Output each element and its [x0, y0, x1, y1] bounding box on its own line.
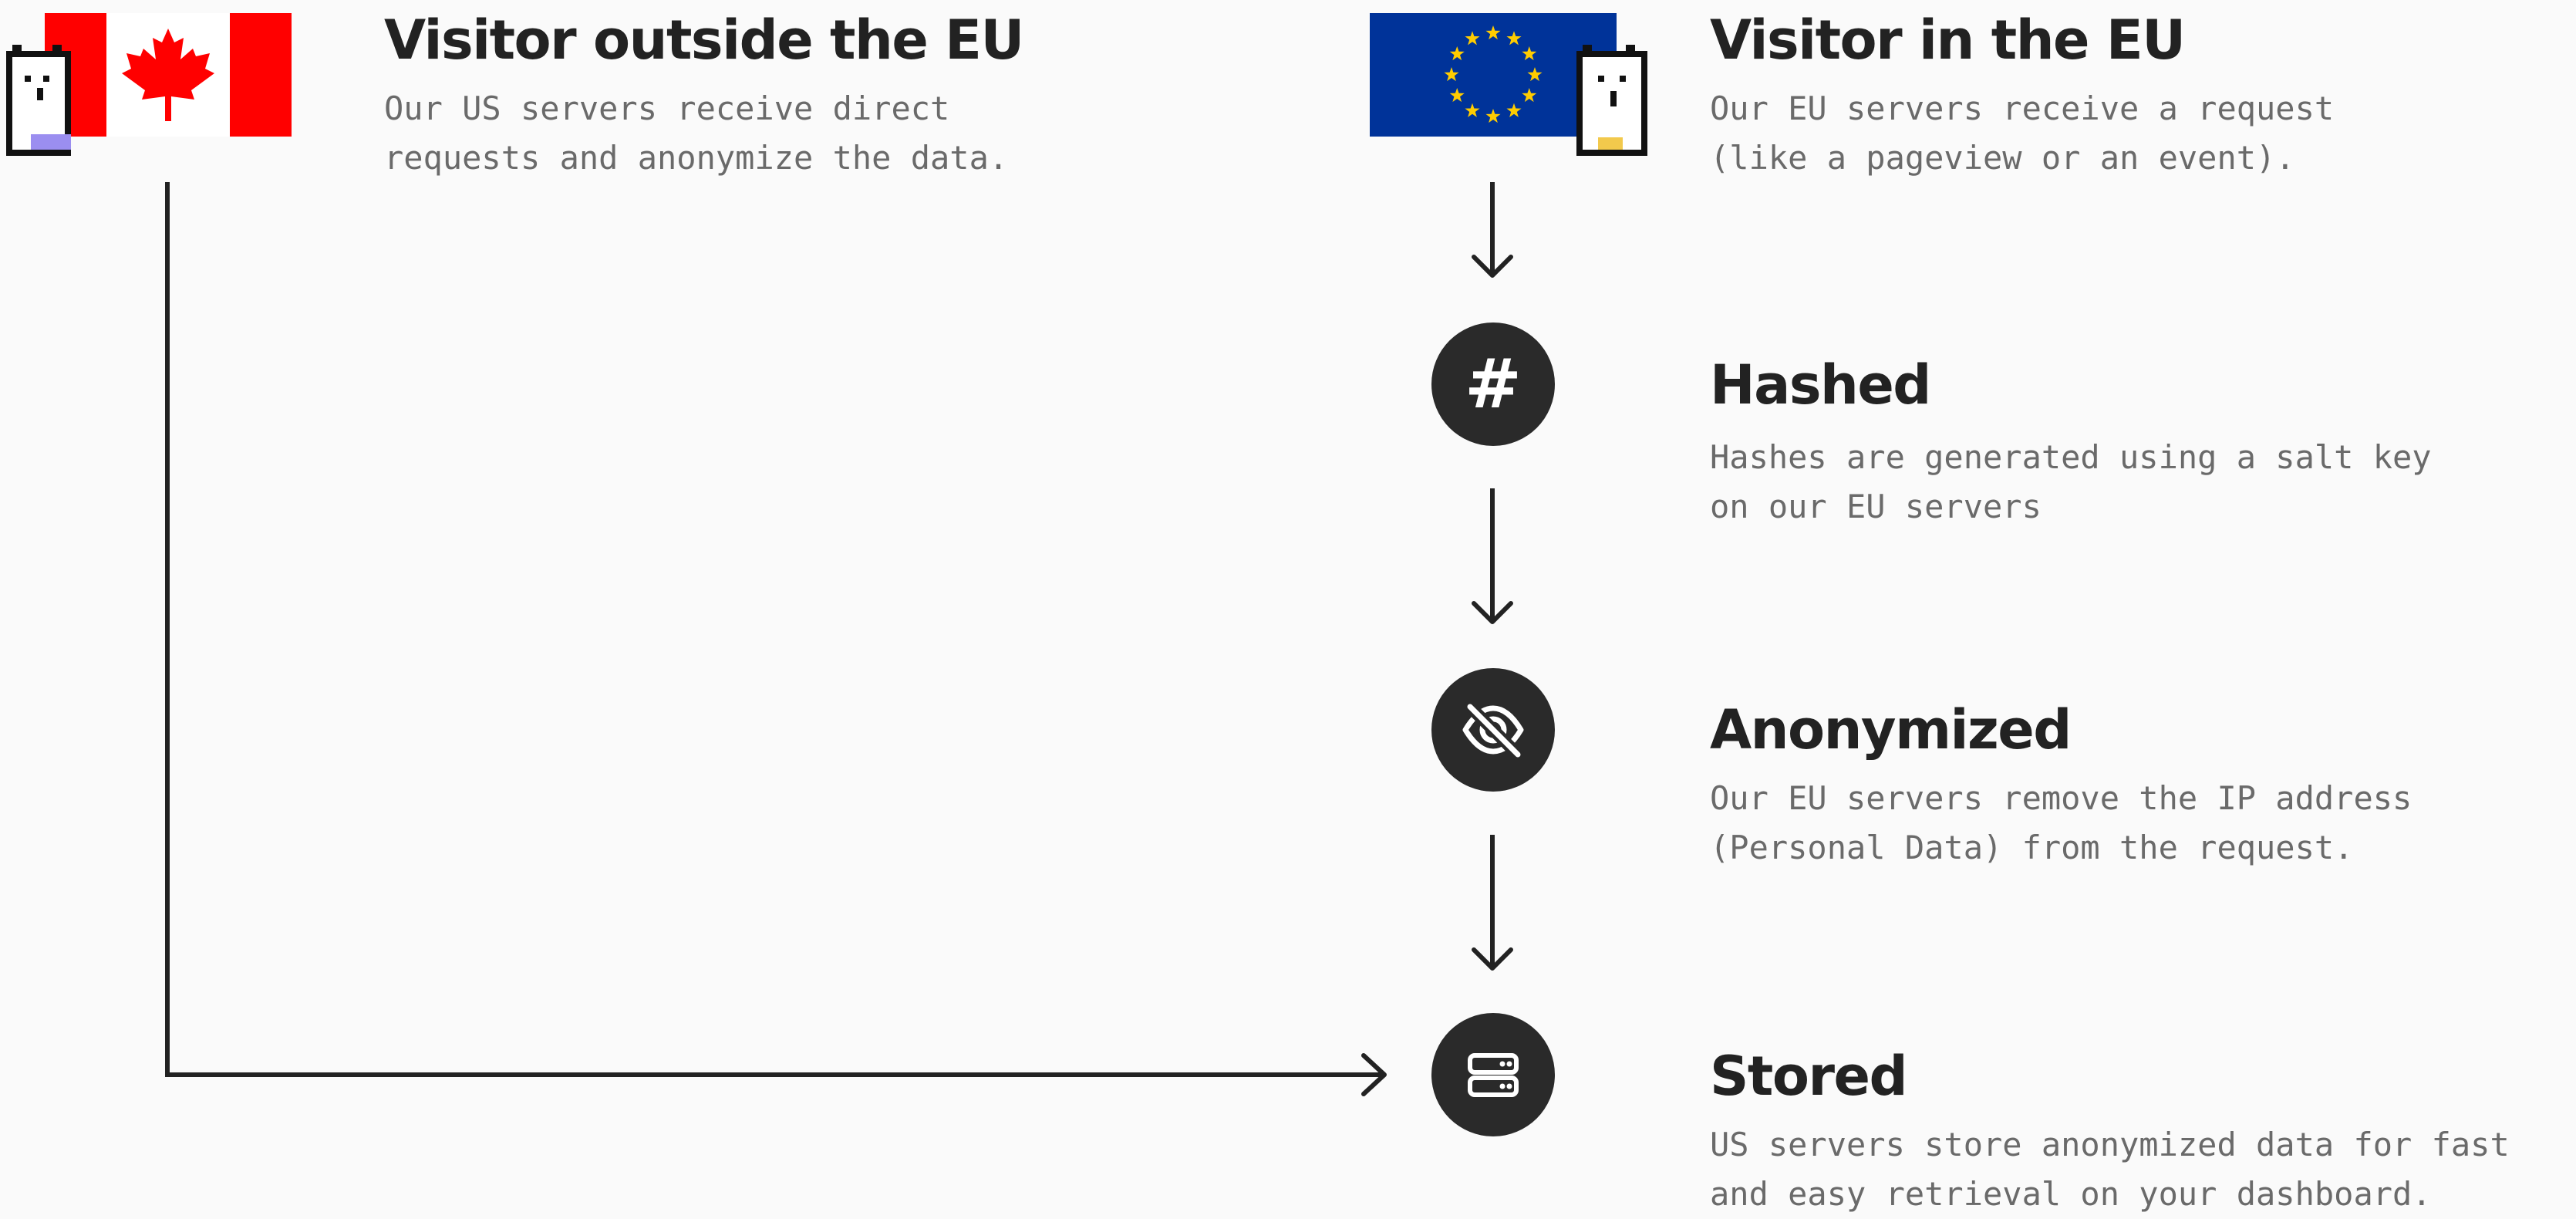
in-eu-description-line-2: (like a pageview or an event). — [1710, 139, 2295, 177]
anonymized-description-line-2: (Personal Data) from the request. — [1710, 829, 2354, 866]
outside-eu-to-stored-arrow — [165, 182, 1387, 1096]
stored-description-line-1: US servers store anonymized data for fas… — [1710, 1126, 2510, 1163]
mascot-left-icon — [6, 45, 71, 156]
in-eu-title: Visitor in the EU — [1710, 8, 2186, 72]
anonymized-description-line-1: Our EU servers remove the IP address — [1710, 779, 2412, 817]
eu-star-icon — [1506, 31, 1522, 46]
server-icon — [1468, 1053, 1519, 1097]
stored-description-line-2: and easy retrieval on your dashboard. — [1710, 1175, 2432, 1213]
eu-star-icon — [1485, 109, 1501, 123]
eu-star-icon — [1444, 67, 1459, 82]
eu-star-icon — [1527, 67, 1543, 82]
mascot-right-icon — [1576, 45, 1647, 156]
eu-to-hashed-arrow — [1472, 182, 1513, 278]
hashed-description-line-2: on our EU servers — [1710, 488, 2042, 525]
anonymized-to-stored-arrow — [1472, 835, 1513, 971]
hash-icon: # — [1465, 344, 1522, 424]
anonymized-title: Anonymized — [1710, 698, 2072, 761]
stored-title: Stored — [1710, 1045, 1908, 1108]
eu-star-icon — [1485, 25, 1501, 40]
outside-eu-description-line-1: Our US servers receive direct — [384, 89, 950, 127]
eu-star-icon — [1506, 103, 1522, 117]
canada-flag-icon — [45, 13, 292, 137]
hashed-step-circle: # — [1431, 322, 1555, 446]
stored-step-circle — [1431, 1013, 1555, 1136]
anonymized-step-circle — [1431, 668, 1555, 792]
eu-star-icon — [1522, 46, 1537, 61]
hashed-to-anonymized-arrow — [1472, 488, 1513, 624]
hashed-description-line-1: Hashes are generated using a salt key — [1710, 438, 2432, 476]
hashed-title: Hashed — [1710, 353, 1931, 417]
outside-eu-title: Visitor outside the EU — [384, 8, 1024, 72]
eu-flag-icon — [1370, 13, 1617, 137]
eye-off-icon — [1462, 701, 1524, 761]
eu-star-icon — [1449, 88, 1465, 103]
eu-star-icon — [1522, 88, 1537, 103]
eu-star-icon — [1449, 46, 1465, 61]
eu-star-icon — [1465, 103, 1480, 117]
eu-star-icon — [1465, 31, 1480, 46]
in-eu-description-line-1: Our EU servers receive a request — [1710, 89, 2335, 127]
outside-eu-description-line-2: requests and anonymize the data. — [384, 139, 1009, 177]
